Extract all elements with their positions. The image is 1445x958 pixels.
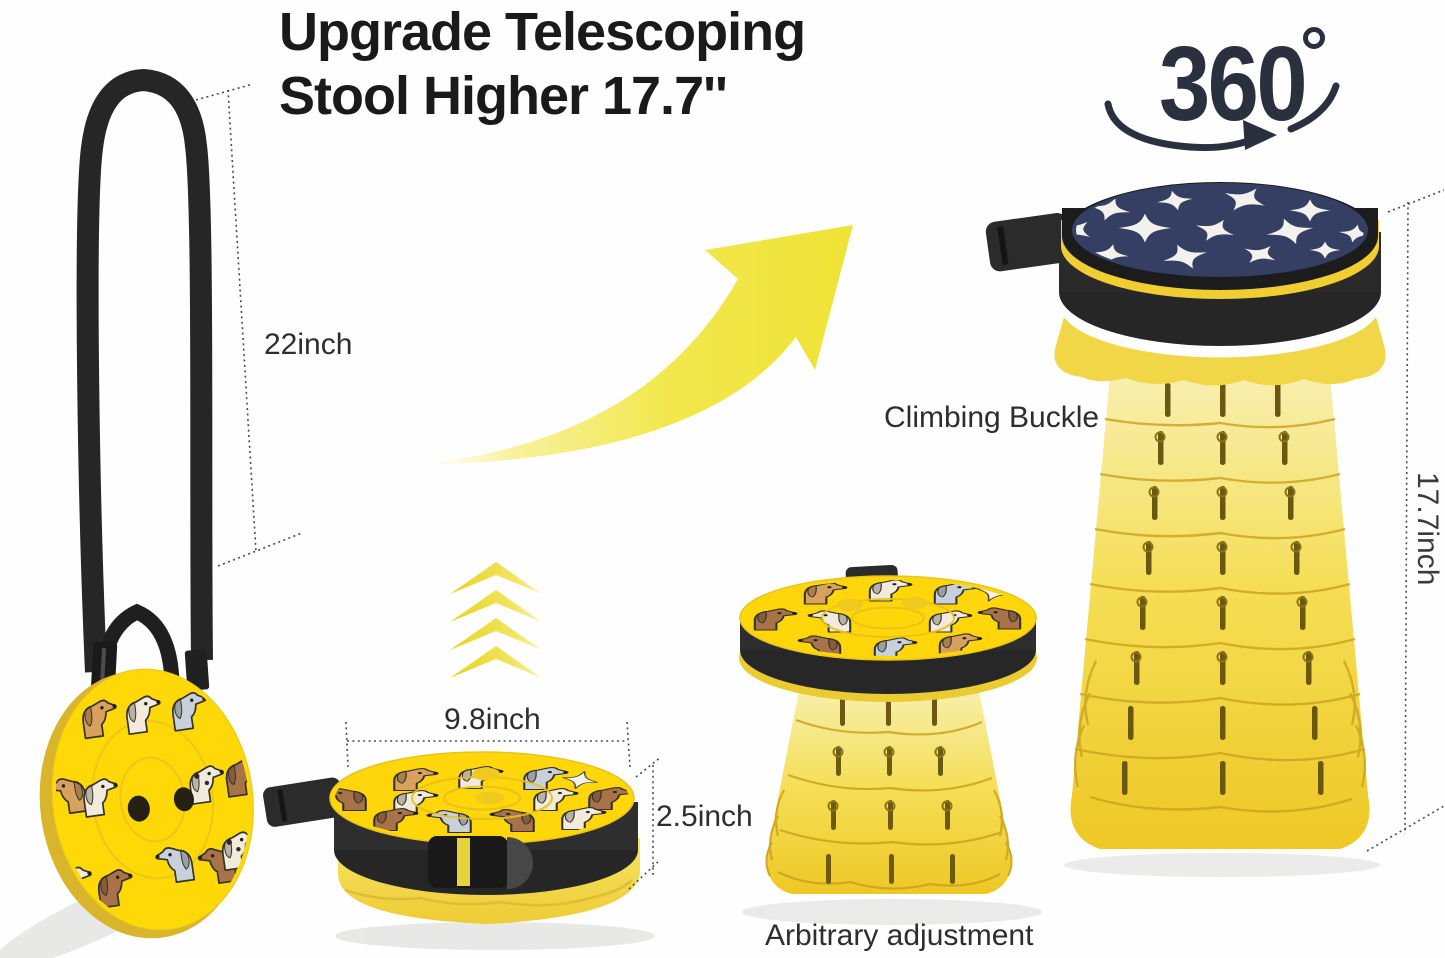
climbing-buckle-strap <box>985 212 1072 272</box>
seat-diameter-label: 9.8inch <box>444 703 541 736</box>
folded-stool-with-strap-illustration <box>0 68 265 958</box>
accordion-ridges <box>1073 417 1367 813</box>
extended-stool-illustration <box>985 182 1386 877</box>
finger-hole-left <box>127 795 150 822</box>
tall-shadow <box>1064 853 1380 877</box>
rotation-360-icon: 360 <box>1104 25 1340 152</box>
hole-bump-1 <box>472 767 500 781</box>
dog-pattern <box>39 690 265 909</box>
extended-height-label: 17.7inch <box>1411 472 1444 586</box>
dim-tick-177inch-bottom <box>1366 805 1445 852</box>
rotation-degrees-value: 360 <box>1159 25 1305 143</box>
finger-hole-right <box>173 787 194 812</box>
mid-shadow <box>742 899 1042 925</box>
hole-bump-1 <box>837 599 863 611</box>
disc-face-group <box>39 668 265 939</box>
dim-tick-22inch-top <box>195 83 254 101</box>
headline-line-1: Upgrade Telescoping <box>279 2 806 62</box>
arbitrary-adjustment-label: Arbitrary adjustment <box>765 919 1034 952</box>
chevron-up-1 <box>450 562 542 594</box>
carry-strap <box>76 68 213 673</box>
climbing-buckle-label: Climbing Buckle <box>884 401 1100 434</box>
scalloped-collar <box>1054 317 1386 386</box>
dim-tick-25inch-top <box>635 756 662 778</box>
curved-arrow-shape <box>412 225 853 465</box>
half-extended-stool-illustration <box>739 564 1042 925</box>
locking-slots <box>826 696 955 884</box>
rotation-arrowhead-icon <box>1243 120 1277 150</box>
dim-tick-98inch-left <box>345 721 349 768</box>
degree-symbol-icon <box>1303 27 1325 49</box>
folded-stool-illustration <box>263 751 655 950</box>
dim-line-177inch <box>1404 201 1409 835</box>
chevron-up-4 <box>450 646 542 678</box>
strap-buckle <box>428 836 533 889</box>
headline-line-2: Stool Higher 17.7'' <box>279 66 728 126</box>
hole-bump-2 <box>902 597 928 609</box>
chevron-up-2 <box>450 590 542 622</box>
folded-shadow <box>335 922 655 950</box>
dim-tick-22inch-bottom <box>217 532 303 567</box>
chevron-up-3 <box>450 618 542 650</box>
hole-bump-2 <box>476 791 504 805</box>
dim-tick-98inch-right <box>626 721 631 768</box>
rotation-arc-left <box>1104 100 1262 152</box>
dim-tick-177inch-top <box>1387 189 1445 213</box>
headline: Upgrade Telescoping Stool Higher 17.7'' <box>279 0 806 128</box>
side-strap-handle <box>263 777 345 827</box>
folded-height-label: 2.5inch <box>656 800 753 833</box>
expand-chevrons-icon <box>450 562 542 678</box>
dim-line-22inch <box>227 89 257 553</box>
dim-tick-25inch-bottom <box>628 859 661 890</box>
rotation-arc-right <box>1287 82 1340 133</box>
locking-slots <box>1122 383 1324 795</box>
strap-length-label: 22inch <box>264 328 353 361</box>
growth-arrow-icon <box>412 225 853 465</box>
accordion-ridges <box>765 718 1013 890</box>
